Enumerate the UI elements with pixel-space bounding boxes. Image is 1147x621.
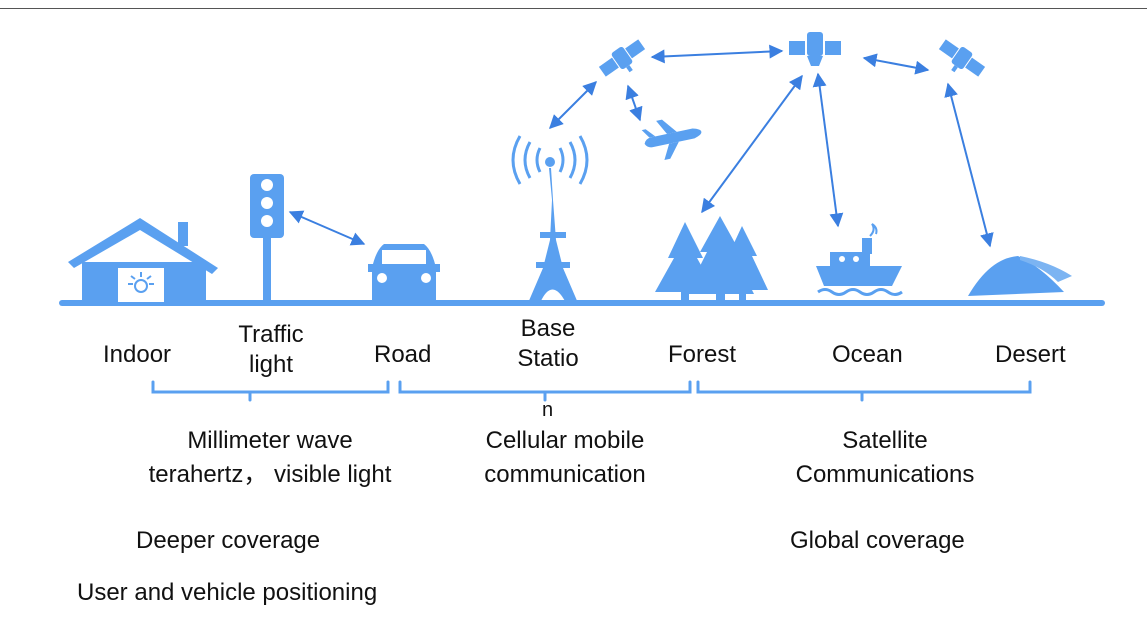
benefit-global-coverage: Global coverage <box>790 527 965 554</box>
group-right-line2: Communications <box>795 461 975 488</box>
label-base-station-line3: n <box>542 399 554 421</box>
group-left-line2: terahertz， visible light <box>148 461 392 488</box>
house-icon <box>68 218 218 303</box>
label-forest: Forest <box>668 341 737 368</box>
group-right-label: Satellite Communications <box>760 424 1010 492</box>
label-ocean: Ocean <box>832 341 903 368</box>
left-group-bracket <box>151 380 390 402</box>
label-indoor: Indoor <box>103 341 172 368</box>
label-traffic-light: Traffic light <box>226 320 316 380</box>
forest-icon <box>655 216 768 303</box>
label-traffic-light-line1: Traffic <box>238 321 304 348</box>
benefit-positioning: User and vehicle positioning <box>77 579 378 606</box>
label-traffic-light-line2: light <box>248 351 294 378</box>
group-left-label: Millimeter wave terahertz， visible light <box>120 424 420 492</box>
label-road: Road <box>374 341 432 368</box>
middle-group-bracket <box>398 380 692 402</box>
top-divider <box>0 8 1147 9</box>
signal-waves-icon <box>511 135 589 185</box>
satellite-3-icon <box>938 39 986 77</box>
base-station-tower-icon <box>528 157 578 303</box>
group-middle-line1: Cellular mobile <box>485 427 645 454</box>
group-middle-label: Cellular mobile communication <box>430 424 700 492</box>
desert-dunes-icon <box>968 256 1072 296</box>
group-brackets <box>151 380 1032 402</box>
group-middle-line2: communication <box>484 461 646 488</box>
ship-icon <box>816 223 903 296</box>
label-base-station-line2: Statio <box>517 345 579 372</box>
satellite-2-icon <box>789 32 841 66</box>
benefit-deeper-coverage: Deeper coverage <box>136 527 321 554</box>
connection-arrows <box>288 44 994 248</box>
right-group-bracket <box>696 380 1032 402</box>
label-desert: Desert <box>995 341 1066 368</box>
airplane-icon <box>641 119 702 161</box>
label-base-station: Base Statio <box>508 314 588 374</box>
group-right-line1: Satellite <box>842 427 928 454</box>
traffic-light-icon <box>250 174 284 303</box>
car-icon <box>368 244 440 300</box>
group-left-line1: Millimeter wave <box>187 427 353 454</box>
satellite-1-icon <box>598 39 646 77</box>
label-base-station-line1: Base <box>520 315 576 342</box>
